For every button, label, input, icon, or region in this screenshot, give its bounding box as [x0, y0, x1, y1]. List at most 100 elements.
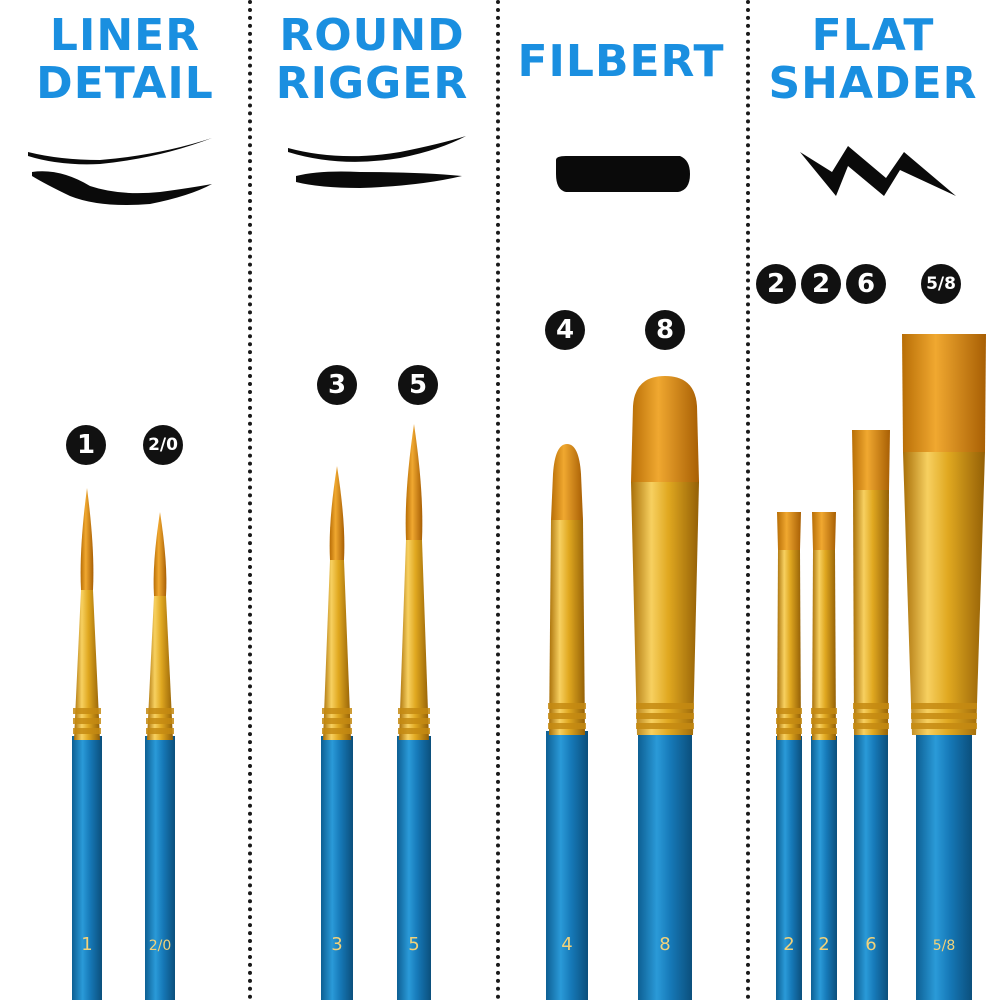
- paint-brush: 3: [321, 466, 353, 1000]
- ferrule-crimp: [911, 713, 977, 719]
- brush-set: 1 2/0 3 5 4 8 2 2 6 5/8: [72, 334, 986, 1000]
- ferrule-crimp: [776, 708, 802, 714]
- brush-bristles: [405, 424, 423, 540]
- paint-brush: 8: [631, 376, 699, 1000]
- ferrule-crimp: [911, 703, 977, 709]
- size-badge: 3: [317, 365, 357, 405]
- brush-handle: [397, 736, 431, 1000]
- ferrule-crimp: [398, 728, 430, 734]
- rigger-stroke-sample: [288, 136, 466, 188]
- brush-ferrule: [549, 520, 585, 735]
- ferrule-crimp: [776, 728, 802, 734]
- brush-bristles: [777, 512, 801, 550]
- ferrule-crimp: [322, 728, 352, 734]
- brush-handle: [321, 736, 353, 1000]
- brush-bristles: [153, 512, 167, 596]
- ferrule-crimp: [853, 713, 889, 719]
- brush-ferrule: [853, 490, 889, 735]
- brush-bristles: [902, 334, 986, 452]
- paint-brush: 2: [811, 512, 837, 1000]
- ferrule-crimp: [636, 703, 694, 709]
- heading-line1: LINER: [49, 10, 201, 61]
- ferrule-crimp: [73, 728, 101, 734]
- size-badge: 2: [801, 264, 841, 304]
- brush-ferrule: [399, 540, 429, 740]
- ferrule-crimp: [73, 718, 101, 724]
- heading-line1: FLAT: [811, 10, 935, 61]
- handle-size-label: 3: [331, 934, 342, 955]
- handle-size-label: 1: [81, 934, 92, 955]
- heading-liner-detail: LINER DETAIL: [20, 12, 230, 108]
- heading-line1: FILBERT: [517, 36, 725, 87]
- heading-round-rigger: ROUND RIGGER: [266, 12, 478, 108]
- brush-handle: [854, 731, 888, 1000]
- liner-stroke-sample: [28, 138, 212, 205]
- ferrule-crimp: [636, 723, 694, 729]
- heading-flat-shader: FLAT SHADER: [762, 12, 984, 108]
- handle-size-label: 2: [783, 934, 794, 955]
- heading-line2: DETAIL: [36, 58, 214, 109]
- paint-brush: 1: [72, 488, 102, 1000]
- brush-handle: [145, 736, 175, 1000]
- ferrule-crimp: [146, 718, 174, 724]
- handle-size-label: 2/0: [149, 938, 172, 954]
- size-badge: 5: [398, 365, 438, 405]
- ferrule-crimp: [911, 723, 977, 729]
- paint-brush: 4: [546, 444, 588, 1000]
- ferrule-crimp: [811, 728, 837, 734]
- brush-handle: [776, 736, 802, 1000]
- handle-size-label: 6: [865, 934, 876, 955]
- brush-handle: [638, 731, 692, 1000]
- brush-bristles: [852, 430, 890, 490]
- brush-handle: [546, 731, 588, 1000]
- paint-brush: 2: [776, 512, 802, 1000]
- divider-1: [248, 0, 252, 1000]
- handle-size-label: 5/8: [933, 938, 956, 954]
- brush-ferrule: [812, 550, 836, 740]
- ferrule-crimp: [548, 713, 586, 719]
- brush-handle: [72, 736, 102, 1000]
- ferrule-crimp: [811, 708, 837, 714]
- size-badge: 5/8: [921, 264, 961, 304]
- ferrule-crimp: [146, 708, 174, 714]
- ferrule-crimp: [853, 723, 889, 729]
- ferrule-crimp: [548, 703, 586, 709]
- divider-2: [496, 0, 500, 1000]
- filbert-stroke-sample: [556, 156, 690, 192]
- ferrule-crimp: [398, 708, 430, 714]
- heading-filbert: FILBERT: [514, 38, 728, 86]
- heading-line2: SHADER: [768, 58, 978, 109]
- brush-ferrule: [903, 452, 985, 735]
- ferrule-crimp: [146, 728, 174, 734]
- handle-size-label: 2: [818, 934, 829, 955]
- size-badge: 1: [66, 425, 106, 465]
- heading-line2: RIGGER: [275, 58, 469, 109]
- brush-handle: [916, 731, 972, 1000]
- brush-bristles: [631, 376, 699, 482]
- heading-line1: ROUND: [279, 10, 465, 61]
- flat-stroke-sample: [800, 146, 956, 196]
- brush-bristles: [80, 488, 94, 590]
- paint-brush: 2/0: [145, 512, 175, 1000]
- size-badge: 8: [645, 310, 685, 350]
- paint-brush: 5/8: [902, 334, 986, 1000]
- ferrule-crimp: [548, 723, 586, 729]
- ferrule-crimp: [811, 718, 837, 724]
- handle-size-label: 5: [408, 934, 419, 955]
- ferrule-crimp: [73, 708, 101, 714]
- paint-brush: 5: [397, 424, 431, 1000]
- handle-size-label: 8: [659, 934, 670, 955]
- divider-3: [746, 0, 750, 1000]
- brush-ferrule: [74, 590, 100, 740]
- brush-ferrule: [777, 550, 801, 740]
- ferrule-crimp: [636, 713, 694, 719]
- brush-bristles: [812, 512, 836, 550]
- brush-ferrule: [631, 482, 699, 735]
- brush-bristles: [551, 444, 583, 520]
- handle-size-label: 4: [561, 934, 572, 955]
- ferrule-crimp: [853, 703, 889, 709]
- paint-brush: 6: [852, 430, 890, 1000]
- ferrule-crimp: [322, 708, 352, 714]
